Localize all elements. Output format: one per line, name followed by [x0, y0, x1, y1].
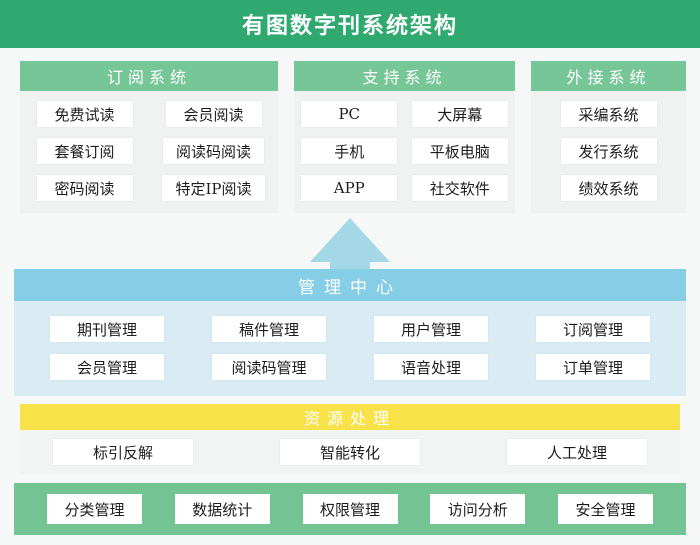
item-box: 稿件管理	[212, 316, 326, 342]
item-box: 人工处理	[507, 439, 647, 465]
item-box: 采编系统	[560, 101, 657, 127]
item-box: 特定IP阅读	[162, 175, 265, 201]
item-box: 语音处理	[374, 354, 488, 380]
management-center-panel: 期刊管理 稿件管理 用户管理 订阅管理 会员管理 阅读码管理 语音处理 订单管理	[14, 301, 686, 396]
management-center-title: 管理中心	[298, 277, 402, 298]
item-box: 阅读码阅读	[162, 138, 264, 164]
panel-body-subscription: 免费试读 会员阅读 套餐订阅 阅读码阅读 密码阅读 特定IP阅读	[20, 91, 278, 201]
item-box: 绩效系统	[560, 175, 657, 201]
panel-body-external: 采编系统 发行系统 绩效系统	[531, 91, 686, 201]
item-box: 免费试读	[36, 101, 133, 127]
up-arrow-icon	[310, 218, 390, 269]
panel-body-support: PC 大屏幕 手机 平板电脑 APP 社交软件	[294, 91, 515, 201]
item-box: 会员阅读	[165, 101, 262, 127]
panel-header-external: 外接系统	[531, 61, 686, 91]
item-box: 订单管理	[536, 354, 650, 380]
item-box: 社交软件	[411, 175, 508, 201]
item-box: 发行系统	[560, 138, 657, 164]
item-box: 手机	[301, 138, 398, 164]
diagram-title: 有图数字刊系统架构	[241, 13, 458, 39]
resource-processing-band: 资源处理	[20, 404, 680, 430]
item-box: PC	[301, 101, 398, 127]
item-box: 密码阅读	[36, 175, 133, 201]
item-box: 标引反解	[53, 439, 193, 465]
panel-header-subscription: 订阅系统	[20, 61, 278, 91]
item-box: 大屏幕	[411, 101, 508, 127]
item-box: 用户管理	[374, 316, 488, 342]
resource-processing-panel: 标引反解 智能转化 人工处理	[20, 430, 680, 474]
item-box: 会员管理	[50, 354, 164, 380]
item-box: 阅读码管理	[212, 354, 326, 380]
title-bar: 有图数字刊系统架构	[0, 0, 700, 48]
item-box: 订阅管理	[536, 316, 650, 342]
item-box: 套餐订阅	[36, 138, 133, 164]
item-box: 平板电脑	[411, 138, 508, 164]
item-box: 智能转化	[280, 439, 420, 465]
panel-subscription-system: 订阅系统 免费试读 会员阅读 套餐订阅 阅读码阅读 密码阅读 特定IP阅读	[20, 61, 278, 213]
item-box: 分类管理	[47, 494, 142, 524]
item-box: 访问分析	[430, 494, 526, 524]
subsystem-columns: 订阅系统 免费试读 会员阅读 套餐订阅 阅读码阅读 密码阅读 特定IP阅读 支持…	[20, 61, 686, 213]
item-box: 数据统计	[174, 494, 270, 524]
arrow-row	[0, 213, 700, 269]
item-box: 权限管理	[302, 494, 398, 524]
management-center-band: 管理中心	[14, 269, 686, 301]
bottom-modules-panel: 分类管理 数据统计 权限管理 访问分析 安全管理	[14, 483, 686, 535]
panel-header-support: 支持系统	[294, 61, 515, 91]
panel-external-system: 外接系统 采编系统 发行系统 绩效系统	[531, 61, 686, 213]
panel-support-system: 支持系统 PC 大屏幕 手机 平板电脑 APP 社交软件	[294, 61, 515, 213]
item-box: APP	[301, 175, 398, 201]
resource-processing-title: 资源处理	[303, 409, 396, 428]
item-box: 期刊管理	[50, 316, 164, 342]
item-box: 安全管理	[558, 494, 653, 524]
